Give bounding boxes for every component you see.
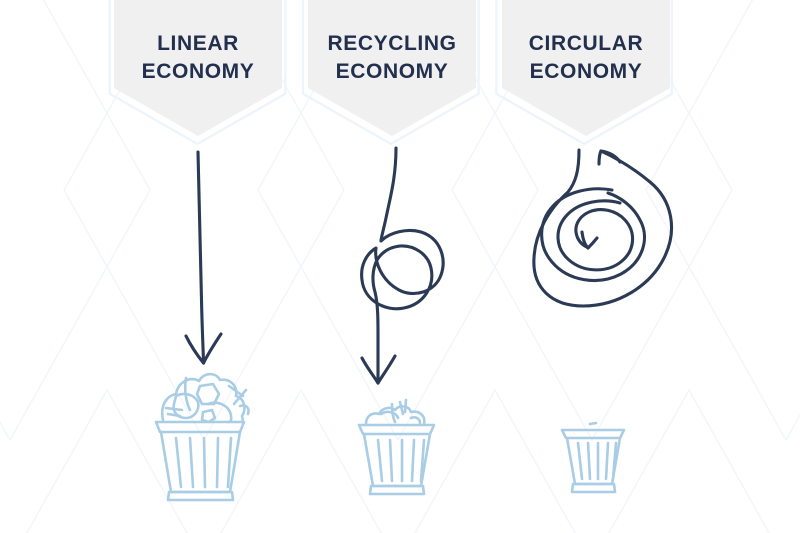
hexagon-card-linear[interactable] (108, 0, 287, 146)
hexagon-label-circular-line2: ECONOMY (529, 59, 643, 83)
arrowhead-inner-barb-b (586, 236, 599, 250)
hexagon-fill-linear (114, 0, 282, 136)
arrowhead-outer-barb-a (599, 149, 622, 164)
hexagon-fill-circular (502, 0, 670, 136)
hexagon-fill-recycling (308, 0, 476, 136)
arrowhead-right-barb-linear (201, 332, 223, 365)
hexagon-outline-circular (495, 0, 674, 146)
hexagon-label-circular: CIRCULAR ECONOMY (476, 30, 696, 85)
arrow-spiral-circular (532, 148, 674, 308)
hexagon-label-recycling-line2: ECONOMY (335, 59, 449, 83)
arrowhead-left-barb-recycling (360, 356, 380, 385)
hexagon-label-recycling: RECYCLING ECONOMY (282, 30, 502, 85)
arrow-loop-down-recycling (360, 146, 445, 385)
waste-bin-overflowing (154, 372, 250, 502)
arrowhead-outer-barb-b (597, 149, 603, 166)
hexagon-label-recycling-line1: RECYCLING (327, 32, 457, 55)
arrow-straight-down-linear (184, 150, 223, 365)
hexagon-outline-recycling (301, 0, 480, 146)
waste-bin-empty (560, 421, 626, 494)
waste-bin-partial (357, 398, 436, 496)
hexagon-card-circular[interactable] (495, 0, 674, 146)
hexagon-label-circular-line1: CIRCULAR (528, 32, 644, 55)
hexagon-outline-linear (108, 0, 287, 146)
hexagon-label-linear-line1: LINEAR (157, 32, 239, 55)
hexagon-card-recycling[interactable] (301, 0, 480, 146)
arrowhead-left-barb-linear (184, 334, 206, 365)
hexagon-label-linear-line2: ECONOMY (141, 59, 255, 83)
hexagon-label-linear: LINEAR ECONOMY (88, 30, 308, 85)
arrowhead-right-barb-recycling (376, 354, 397, 385)
